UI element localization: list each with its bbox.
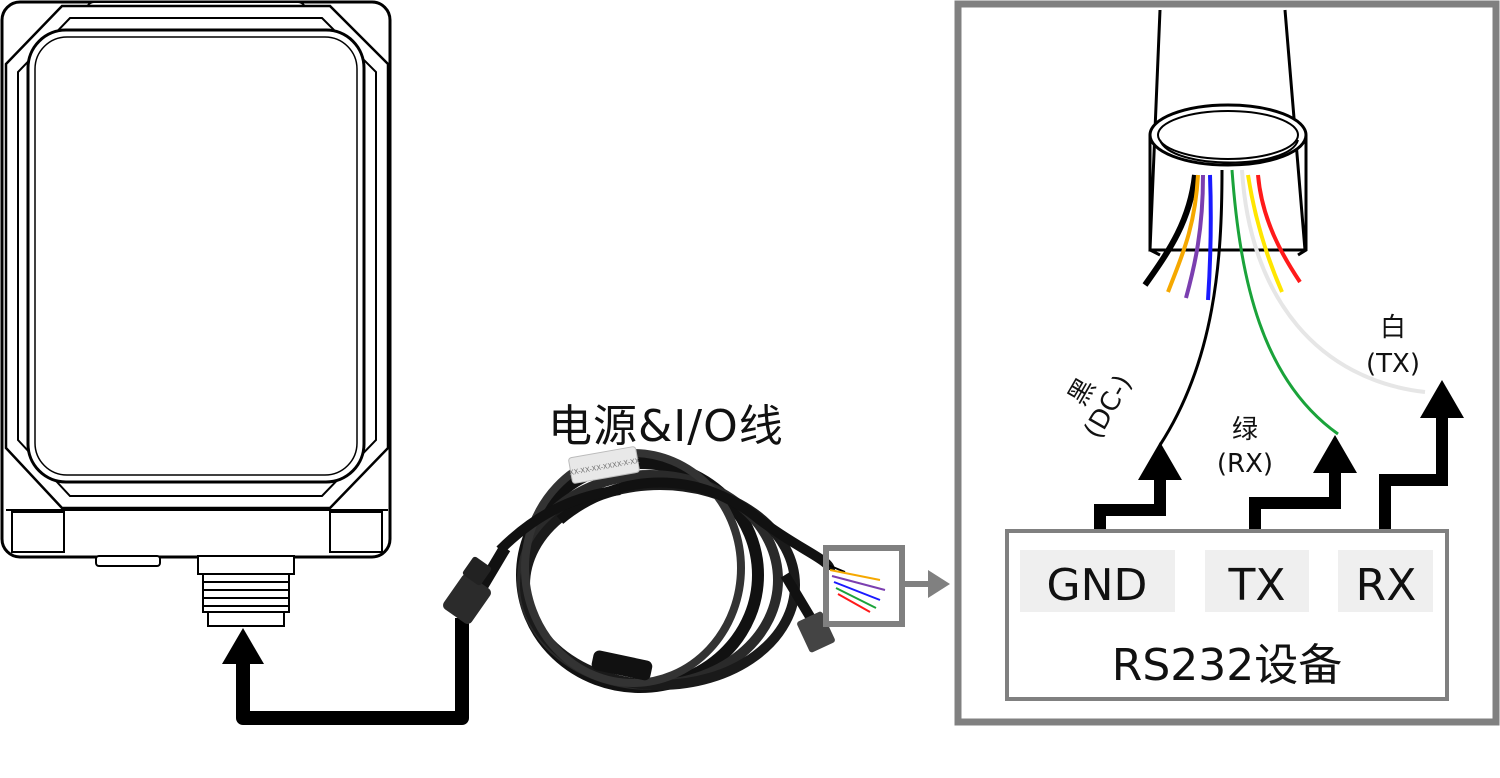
label-green-color: 绿 (1232, 415, 1258, 445)
wire-bundle (1142, 174, 1302, 301)
device-connector-port (197, 555, 295, 627)
pin-tx-box (1205, 550, 1309, 612)
label-white-signal: (TX) (1366, 349, 1420, 379)
pin-rx-box (1338, 550, 1433, 612)
arrow-rx (1379, 415, 1448, 548)
pin-rx-label: RX (1356, 560, 1417, 611)
cable-end-wires (827, 564, 886, 613)
cable-coil (474, 449, 835, 693)
wire-black (1158, 169, 1224, 446)
arrow-tx-head (1313, 435, 1357, 473)
cable-m12-connector (442, 556, 492, 624)
label-green: 绿 (RX) (1217, 415, 1273, 479)
arrow-rx-head (1420, 380, 1464, 418)
inset-pointer-arrow-head (928, 570, 950, 598)
rs232-device-label: RS232设备 (1112, 640, 1342, 691)
wire-green (1230, 169, 1339, 436)
pin-gnd-box (1020, 550, 1175, 612)
label-white: 白 (TX) (1366, 313, 1420, 379)
inset-source-box (823, 545, 905, 627)
label-white-color: 白 (1380, 313, 1406, 343)
label-green-signal: (RX) (1217, 449, 1273, 479)
cable-jacket (1148, 9, 1308, 257)
cable-label: 电源&I/O线 (548, 401, 784, 452)
arrow-gnd-head (1138, 442, 1182, 480)
wire-white (1240, 169, 1426, 394)
device-housing (0, 0, 392, 567)
connection-arrow (236, 618, 469, 725)
cable-tag: XX-XX-XX-XXXX-X-XX (568, 446, 640, 484)
pin-tx-label: TX (1227, 560, 1285, 611)
pin-gnd-label: GND (1047, 560, 1148, 611)
connection-arrow-head (222, 628, 264, 664)
